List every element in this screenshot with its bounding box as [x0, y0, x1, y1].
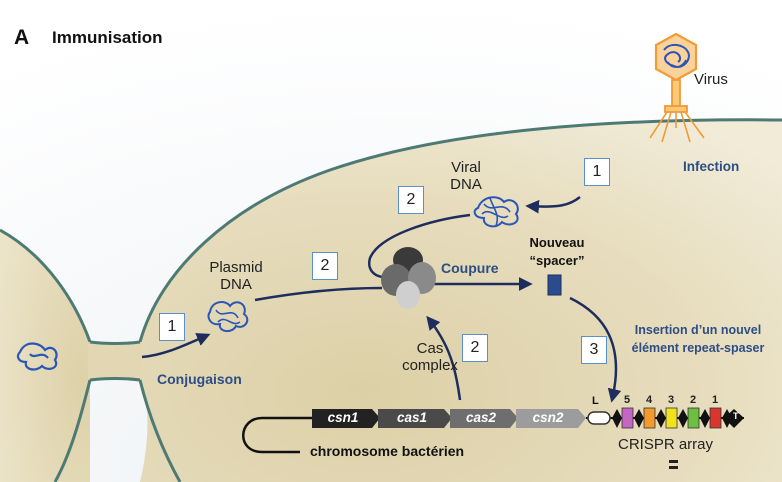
repeat-diamond [700, 409, 710, 428]
nouveau-spacer-label: Nouveau“spacer” [529, 235, 585, 268]
panel-letter: A [14, 26, 30, 49]
cas-complex-protein [381, 247, 436, 309]
spacer-number-3: 3 [668, 394, 675, 406]
step-box-infection: 1 [584, 158, 610, 186]
arrow-cas-complex [426, 315, 462, 401]
spacer-number-4: 4 [646, 394, 653, 406]
spacer-2 [687, 407, 700, 429]
donor-plasmid [16, 342, 58, 371]
step-box-plasmid: 2 [312, 252, 338, 280]
repeat-diamond [634, 409, 644, 428]
spacer-4 [643, 407, 656, 429]
leader-sequence [587, 411, 611, 425]
step-box-cas-complex: 2 [462, 334, 488, 362]
coupure-label: Coupure [441, 260, 499, 276]
arrow-insertion [569, 296, 622, 403]
spacer-3 [665, 407, 678, 429]
gene-csn1 [312, 409, 380, 428]
left-bacterium-membrane [0, 228, 92, 343]
spacer-number-2: 2 [690, 394, 697, 406]
step-box-viral-dna: 2 [398, 186, 424, 214]
arrow-viral-to-cas [367, 213, 471, 279]
repeat-diamond [678, 409, 688, 428]
terminator [724, 409, 744, 428]
chromosome-line [242, 416, 312, 454]
virus-phage [649, 32, 705, 143]
gene-label-csn2: csn2 [532, 410, 564, 425]
terminator-label: T [733, 411, 739, 421]
virus-label: Virus [694, 71, 728, 88]
spacer-1 [709, 407, 722, 429]
conjugaison-label: Conjugaison [157, 371, 242, 387]
gene-label-cas2: cas2 [465, 410, 497, 425]
plasmid-dna-coil [207, 301, 249, 332]
repeat-diamond [656, 409, 666, 428]
crispr-array-label: CRISPR array [618, 436, 714, 453]
panel-title: Immunisation [52, 28, 163, 47]
main-bacterium [140, 119, 782, 482]
spacer-5 [621, 407, 634, 429]
chromosome-label: chromosome bactérien [310, 443, 465, 459]
spacer-number-1: 1 [712, 394, 719, 406]
infection-label: Infection [683, 159, 740, 174]
gene-cas2 [450, 409, 518, 428]
repeat-diamond [612, 409, 622, 428]
arrow-infection [525, 196, 581, 214]
gene-label-cas1: cas1 [396, 410, 428, 425]
gene-cas1 [378, 409, 452, 428]
main-bacterium-membrane [138, 118, 782, 343]
conjugation-bridge [88, 342, 142, 380]
crispr-array [612, 407, 732, 429]
new-spacer-block [547, 274, 562, 296]
viral-dna-coil [473, 196, 519, 228]
leader-label: L [592, 395, 599, 407]
gene-label-csn1: csn1 [327, 410, 359, 425]
arrow-conjugation [141, 333, 211, 359]
step-box-conjugation: 1 [159, 313, 185, 341]
arrow-plasmid-to-cas [254, 286, 383, 302]
gene-csn2 [516, 409, 586, 428]
step-box-insertion: 3 [581, 336, 607, 364]
spacer-number-5: 5 [624, 394, 631, 406]
